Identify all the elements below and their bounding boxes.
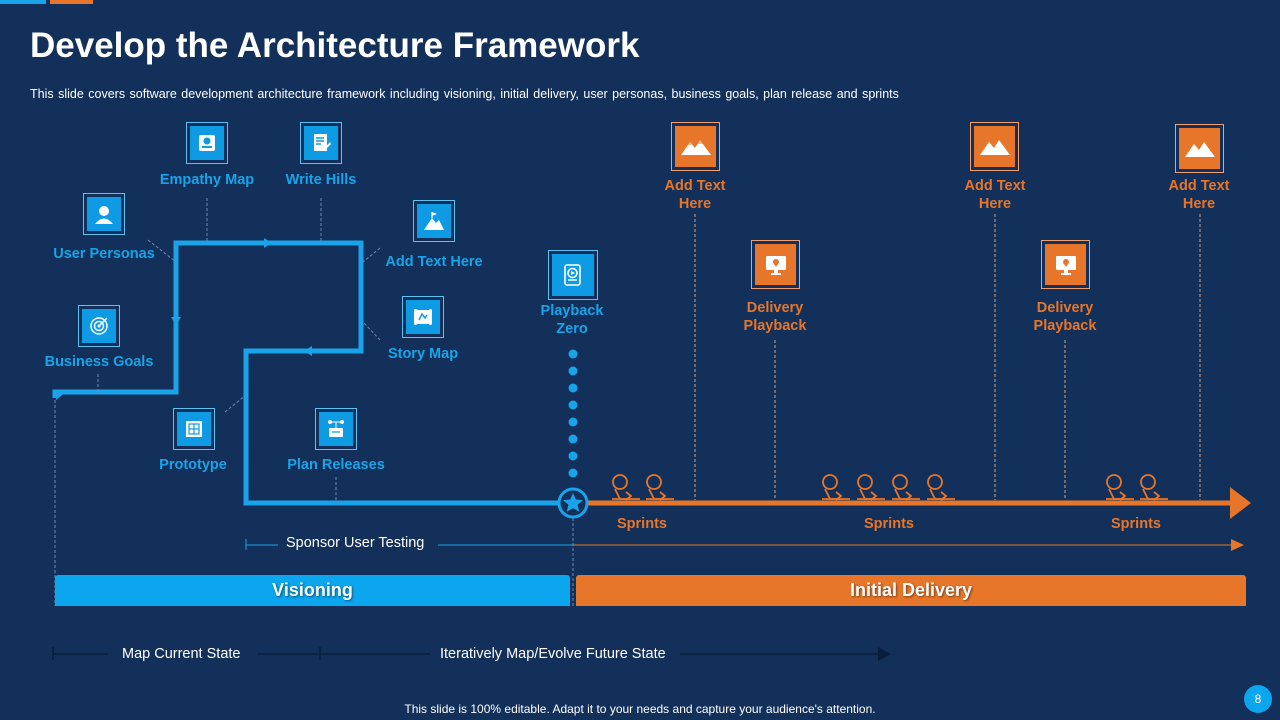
add-text-3-line2: Here: [1182, 196, 1216, 212]
playback-icon: [548, 250, 598, 300]
monitor-location-icon: [1041, 240, 1090, 289]
connector-addtext: [362, 247, 381, 263]
visioning-path: [52, 240, 560, 506]
mountain-flag-icon: [413, 200, 455, 242]
connector-prototype: [224, 394, 247, 413]
plan-releases-label: Plan Releases: [287, 457, 385, 473]
delivery-arrowhead: [1230, 487, 1251, 519]
add-text-3-line1: Add Text: [1168, 178, 1230, 194]
delivery-playback-label-1: Delivery Playback: [730, 299, 820, 335]
phase-visioning: Visioning: [55, 575, 570, 606]
document-edit-icon: [300, 122, 342, 164]
mountains-icon: [1175, 124, 1224, 173]
empathy-map-label: Empathy Map: [159, 172, 255, 188]
add-text-label-3: Add Text Here: [1154, 177, 1244, 213]
top-accent-orange: [50, 0, 93, 4]
playback-zero-label: Playback Zero: [527, 302, 617, 338]
user-personas-label: User Personas: [53, 246, 155, 262]
star-icon: [557, 487, 589, 519]
write-hills-label: Write Hills: [285, 172, 357, 188]
story-map-label: Story Map: [387, 346, 459, 362]
page-number: 8: [1244, 685, 1272, 713]
page-title: Develop the Architecture Framework: [30, 26, 640, 65]
empathy-map-icon: [186, 122, 228, 164]
sprint-icon: [892, 474, 920, 501]
add-text-2-line2: Here: [978, 196, 1012, 212]
playback-zero-line2: Zero: [556, 321, 588, 337]
delivery-playback-1-line1: Delivery: [746, 300, 804, 316]
sprint-icon: [1140, 474, 1168, 501]
target-icon: [78, 305, 120, 347]
timeline-arrowhead: [878, 647, 891, 661]
map-current-state-label: Map Current State: [122, 646, 241, 662]
playback-zero-line1: Playback: [540, 303, 604, 319]
add-text-2-line1: Add Text: [964, 178, 1026, 194]
map-scroll-icon: [402, 296, 444, 338]
sprints-label-1: Sprints: [617, 516, 667, 532]
sprint-icon: [612, 474, 640, 501]
delivery-playback-2-line1: Delivery: [1036, 300, 1094, 316]
add-text-label-1: Add Text Here: [650, 177, 740, 213]
add-text-1-line2: Here: [678, 196, 712, 212]
page-subtitle: This slide covers software development a…: [30, 87, 899, 101]
path-arrow-4: [56, 392, 66, 400]
path-arrow-1: [264, 238, 272, 248]
playback-dots: [568, 349, 578, 478]
mountains-icon: [970, 122, 1019, 171]
footer-note: This slide is 100% editable. Adapt it to…: [404, 702, 876, 716]
connector-personas: [147, 239, 177, 263]
add-text-label-2: Add Text Here: [950, 177, 1040, 213]
path-arrow-2: [171, 317, 181, 325]
mountains-icon: [671, 122, 720, 171]
add-text-1-line1: Add Text: [664, 178, 726, 194]
sprint-icon: [1106, 474, 1134, 501]
sprint-icons: [612, 474, 1168, 501]
plan-network-icon: [315, 408, 357, 450]
sponsor-arrowhead: [1231, 539, 1244, 551]
prototype-label: Prototype: [159, 457, 227, 473]
monitor-location-icon: [751, 240, 800, 289]
phase-initial-delivery: Initial Delivery: [576, 575, 1246, 606]
sponsor-user-testing-label: Sponsor User Testing: [286, 535, 425, 551]
business-goals-label: Business Goals: [44, 354, 154, 370]
connector-story: [362, 321, 381, 341]
sprint-icon: [927, 474, 955, 501]
top-accent-blue: [0, 0, 46, 4]
delivery-playback-label-2: Delivery Playback: [1020, 299, 1110, 335]
add-text-label: Add Text Here: [385, 254, 483, 270]
delivery-playback-2-line2: Playback: [1033, 318, 1097, 334]
user-icon: [83, 193, 125, 235]
path-arrow-3: [304, 346, 312, 356]
sprint-icon: [646, 474, 674, 501]
sprints-label-2: Sprints: [864, 516, 914, 532]
iterative-map-label: Iteratively Map/Evolve Future State: [440, 646, 666, 662]
sprint-icon: [857, 474, 885, 501]
sprints-label-3: Sprints: [1111, 516, 1161, 532]
sprint-icon: [822, 474, 850, 501]
blueprint-icon: [173, 408, 215, 450]
delivery-playback-1-line2: Playback: [743, 318, 807, 334]
